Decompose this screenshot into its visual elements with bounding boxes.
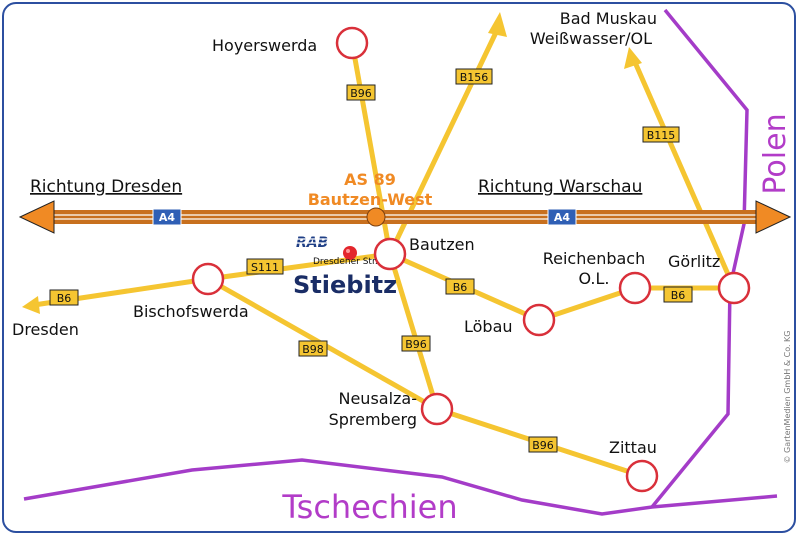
label-reichenbach-2: O.L. <box>578 269 609 288</box>
svg-text:A4: A4 <box>159 211 176 224</box>
autobahn-arrow-west-icon <box>18 200 55 234</box>
svg-text:A4: A4 <box>554 211 571 224</box>
exit-number: AS 89 <box>344 170 396 189</box>
svg-text:B96: B96 <box>350 87 372 100</box>
city-marker-bischofswerda <box>191 262 225 296</box>
label-czech: Tschechien <box>281 488 457 526</box>
svg-text:B115: B115 <box>647 129 676 142</box>
label-loebau: Löbau <box>464 317 513 336</box>
destination-name: Stiebitz <box>293 271 397 299</box>
label-weisswasser: Weißwasser/OL <box>530 29 652 48</box>
street-label: Dresdener Str. <box>313 257 378 267</box>
poland-border <box>650 8 749 509</box>
city-marker-goerlitz <box>717 271 751 305</box>
location-pin-icon <box>343 246 357 260</box>
arrow-b115-icon <box>624 47 642 69</box>
road-b115 <box>631 57 737 291</box>
road-s111 <box>205 251 393 282</box>
shield-b6-east: B6 <box>663 286 693 303</box>
autobahn-arrow-east-icon <box>755 200 792 234</box>
city-marker-zittau <box>625 459 659 493</box>
shield-b156: B156 <box>455 68 493 85</box>
arrow-b6-west-icon <box>22 296 40 314</box>
shield-b6-mid: B6 <box>445 278 475 295</box>
svg-text:B96: B96 <box>405 338 427 351</box>
label-poland: Polen <box>758 113 793 194</box>
direction-east: Richtung Warschau <box>478 177 642 197</box>
label-dresden: Dresden <box>12 320 79 339</box>
label-bad-muskau: Bad Muskau <box>560 9 657 28</box>
shield-b6-west: B6 <box>49 289 79 306</box>
city-marker-reichenbach <box>618 271 652 305</box>
czech-border <box>23 458 778 516</box>
city-marker-neusalza <box>420 392 454 426</box>
a4-shield-east: A4 <box>547 208 577 226</box>
svg-text:B98: B98 <box>302 343 324 356</box>
label-neusalza-2: Spremberg <box>329 410 417 429</box>
shield-b115: B115 <box>642 126 680 143</box>
svg-text:B6: B6 <box>57 292 72 305</box>
copyright: © GartenMedien GmbH & Co. KG <box>783 330 792 463</box>
rab-logo: RAB <box>296 235 333 251</box>
label-hoyerswerda: Hoyerswerda <box>212 36 317 55</box>
exit-name: Bautzen-West <box>308 190 433 209</box>
road-b6-reichenbach <box>536 285 638 323</box>
svg-text:S111: S111 <box>251 261 279 274</box>
city-marker-loebau <box>522 303 556 337</box>
shield-b96-south: B96 <box>401 335 431 352</box>
direction-west: Richtung Dresden <box>30 177 182 197</box>
label-goerlitz: Görlitz <box>668 252 720 271</box>
exit-marker <box>366 207 386 227</box>
city-marker-hoyerswerda <box>335 26 369 60</box>
map-canvas: A4 A4 AS 89 Bautzen-West Richtung Dresde… <box>12 8 793 526</box>
road-shields: B96 B156 B115 S111 B6 B6 B6 B98 <box>49 68 693 453</box>
shield-s111: S111 <box>246 258 284 275</box>
city-marker-bautzen <box>373 237 407 271</box>
label-reichenbach-1: Reichenbach <box>543 249 646 268</box>
shield-b96-north: B96 <box>346 84 376 101</box>
shield-b98: B98 <box>298 340 328 357</box>
destination-stiebitz: RAB Dresdener Str. Stiebitz <box>293 235 397 299</box>
svg-text:B6: B6 <box>453 281 468 294</box>
label-bischofswerda: Bischofswerda <box>133 302 249 321</box>
label-bautzen: Bautzen <box>409 235 475 254</box>
shield-b96-zittau: B96 <box>528 436 558 453</box>
label-neusalza-1: Neusalza- <box>338 389 417 408</box>
arrow-b156-icon <box>488 12 507 37</box>
road-b96-south <box>387 251 440 412</box>
svg-text:B96: B96 <box>532 439 554 452</box>
svg-text:B6: B6 <box>671 289 686 302</box>
a4-shield-west: A4 <box>152 208 182 226</box>
svg-text:B156: B156 <box>460 71 489 84</box>
label-zittau: Zittau <box>609 438 657 457</box>
city-markers <box>191 26 751 493</box>
